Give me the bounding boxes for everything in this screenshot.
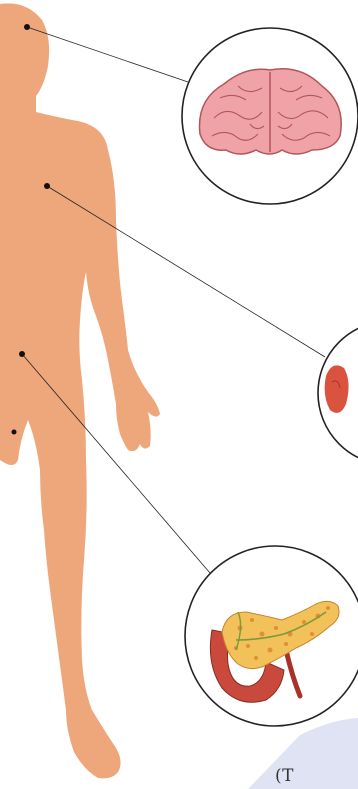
clipped-caption-text: (T <box>275 766 294 786</box>
pancreas-marker-dot <box>19 351 25 357</box>
pancreas-callout <box>185 546 358 726</box>
stomach-marker-dot <box>44 183 50 189</box>
human-body-silhouette <box>0 3 160 778</box>
bottom-panel <box>248 718 358 789</box>
brain-marker-dot <box>24 24 30 30</box>
stomach-callout <box>318 321 358 465</box>
stomach-icon <box>325 365 349 413</box>
brain-callout <box>182 28 358 204</box>
extra-marker-dot <box>12 430 17 435</box>
